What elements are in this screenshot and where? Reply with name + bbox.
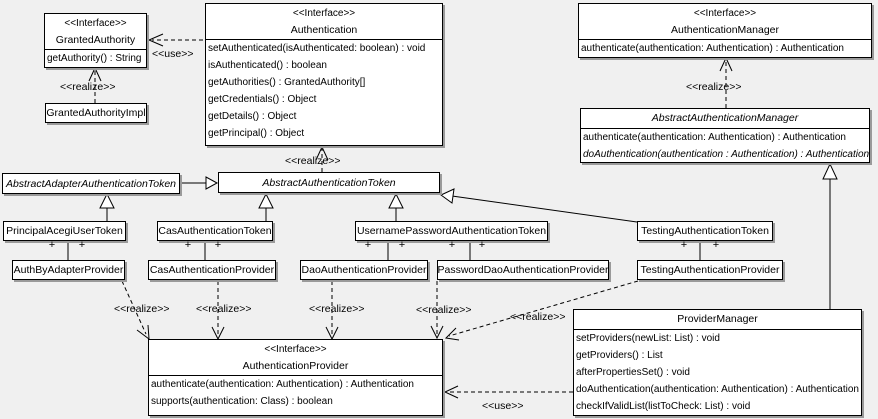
stereotype-label: <<Interface>> xyxy=(292,8,356,19)
association-end-plus: + xyxy=(78,239,86,251)
class-provider-manager[interactable]: ProviderManager setProviders(newList: Li… xyxy=(573,309,862,416)
association-end-plus: + xyxy=(712,239,720,251)
method-label: checkIfValidList(listToCheck: List) : vo… xyxy=(576,401,751,412)
class-name: ProviderManager xyxy=(677,313,758,325)
generalization-principal-token xyxy=(99,192,115,221)
class-cas-authentication-token[interactable]: CasAuthenticationToken xyxy=(157,221,273,241)
association-lines xyxy=(67,241,701,260)
realize-label: <<realize>> xyxy=(309,303,365,315)
class-name: GrantedAuthority xyxy=(55,34,136,46)
method-label: getDetails() : Object xyxy=(208,111,297,122)
class-authentication-manager[interactable]: <<Interface>> AuthenticationManager auth… xyxy=(578,3,872,58)
generalization-testing-token xyxy=(440,188,638,223)
class-name: AuthenticationManager xyxy=(671,24,779,36)
method-label: setAuthenticated(isAuthenticated: boolea… xyxy=(208,43,426,54)
generalization-cas-token xyxy=(258,192,274,221)
method-label: authenticate(authentication: Authenticat… xyxy=(151,379,414,390)
class-name: AuthByAdapterProvider xyxy=(13,264,124,276)
realize-label: <<realize>> xyxy=(686,81,742,93)
method-label: isAuthenticated() : boolean xyxy=(208,60,327,71)
generalization-providermanager xyxy=(822,162,838,309)
realize-label: <<realize>> xyxy=(60,81,116,93)
class-testing-authentication-token[interactable]: TestingAuthenticationToken xyxy=(637,221,773,241)
class-name: UsernamePasswordAuthenticationToken xyxy=(356,225,547,237)
realize-label: <<realize>> xyxy=(285,155,341,167)
method-label: supports(authentication: Class) : boolea… xyxy=(151,396,333,407)
class-username-password-authentication-token[interactable]: UsernamePasswordAuthenticationToken xyxy=(355,221,548,241)
use-label: <<use>> xyxy=(152,48,194,60)
association-end-plus: + xyxy=(478,239,486,251)
class-auth-by-adapter-provider[interactable]: AuthByAdapterProvider xyxy=(12,260,125,280)
class-name: AuthenticationProvider xyxy=(242,360,349,372)
class-name: CasAuthenticationToken xyxy=(158,225,272,237)
generalization-adapter-token xyxy=(180,176,219,190)
class-name: PrincipalAcegiUserToken xyxy=(6,225,123,237)
association-end-plus: + xyxy=(398,239,406,251)
class-name: AbstractAuthenticationManager xyxy=(651,112,799,124)
class-cas-authentication-provider[interactable]: CasAuthenticationProvider xyxy=(148,260,276,280)
method-label: getCredentials() : Object xyxy=(208,94,317,105)
realize-label: <<realize>> xyxy=(510,311,566,323)
stereotype-label: <<Interface>> xyxy=(693,8,757,19)
association-end-plus: + xyxy=(364,239,372,251)
class-authentication-provider[interactable]: <<Interface>> AuthenticationProvider aut… xyxy=(148,339,443,416)
method-label: getAuthority() : String xyxy=(47,53,142,64)
use-arrow-providermanager xyxy=(443,385,573,399)
class-testing-authentication-provider[interactable]: TestingAuthenticationProvider xyxy=(637,260,783,280)
class-abstract-adapter-authentication-token[interactable]: AbstractAdapterAuthenticationToken xyxy=(2,173,180,194)
method-label: authenticate(authentication: Authenticat… xyxy=(583,132,846,143)
method-label: getAuthorities() : GrantedAuthority[] xyxy=(208,77,366,88)
class-name: TestingAuthenticationProvider xyxy=(640,264,780,276)
class-name: AbstractAdapterAuthenticationToken xyxy=(5,177,177,190)
class-name: Authentication xyxy=(290,24,358,36)
class-abstract-authentication-token[interactable]: AbstractAuthenticationToken xyxy=(218,172,440,193)
association-end-plus: + xyxy=(48,239,56,251)
class-granted-authority-impl[interactable]: GrantedAuthorityImpl xyxy=(45,103,147,123)
class-name: PasswordDaoAuthenticationProvider xyxy=(438,264,608,276)
class-dao-authentication-provider[interactable]: DaoAuthenticationProvider xyxy=(300,260,428,280)
class-name: AbstractAuthenticationToken xyxy=(262,176,396,189)
method-label: afterPropertiesSet() : void xyxy=(576,367,690,378)
association-end-plus: + xyxy=(448,239,456,251)
association-end-plus: + xyxy=(680,239,688,251)
class-principal-acegi-user-token[interactable]: PrincipalAcegiUserToken xyxy=(3,221,126,241)
method-label: doAuthentication(authentication: Authent… xyxy=(576,384,859,395)
class-name: TestingAuthenticationToken xyxy=(641,225,769,237)
realize-label: <<realize>> xyxy=(196,303,252,315)
class-abstract-authentication-manager[interactable]: AbstractAuthenticationManager authentica… xyxy=(580,108,870,163)
method-label: getPrincipal() : Object xyxy=(208,128,305,139)
class-authentication[interactable]: <<Interface>> Authentication setAuthenti… xyxy=(205,3,443,146)
realize-label: <<realize>> xyxy=(114,303,170,315)
stereotype-label: <<Interface>> xyxy=(264,344,327,355)
class-granted-authority[interactable]: <<Interface>> GrantedAuthority getAuthor… xyxy=(44,13,147,68)
association-end-plus: + xyxy=(184,239,192,251)
class-password-dao-authentication-provider[interactable]: PasswordDaoAuthenticationProvider xyxy=(437,260,609,280)
stereotype-label: <<Interface>> xyxy=(64,18,127,29)
use-label: <<use>> xyxy=(482,400,524,412)
association-end-plus: + xyxy=(214,239,222,251)
method-label: authenticate(authentication: Authenticat… xyxy=(581,43,844,54)
class-name: GrantedAuthorityImpl xyxy=(46,107,146,119)
method-label: setProviders(newList: List) : void xyxy=(576,333,720,344)
use-arrow-authentication-grantedauthority xyxy=(147,33,203,47)
class-name: CasAuthenticationProvider xyxy=(149,264,275,276)
method-label: doAuthentication(authentication : Authen… xyxy=(583,149,869,160)
generalization-usernamepassword-token xyxy=(388,192,404,221)
class-name: DaoAuthenticationProvider xyxy=(301,264,427,276)
realize-label: <<realize>> xyxy=(416,304,472,316)
method-label: getProviders() : List xyxy=(576,350,663,361)
